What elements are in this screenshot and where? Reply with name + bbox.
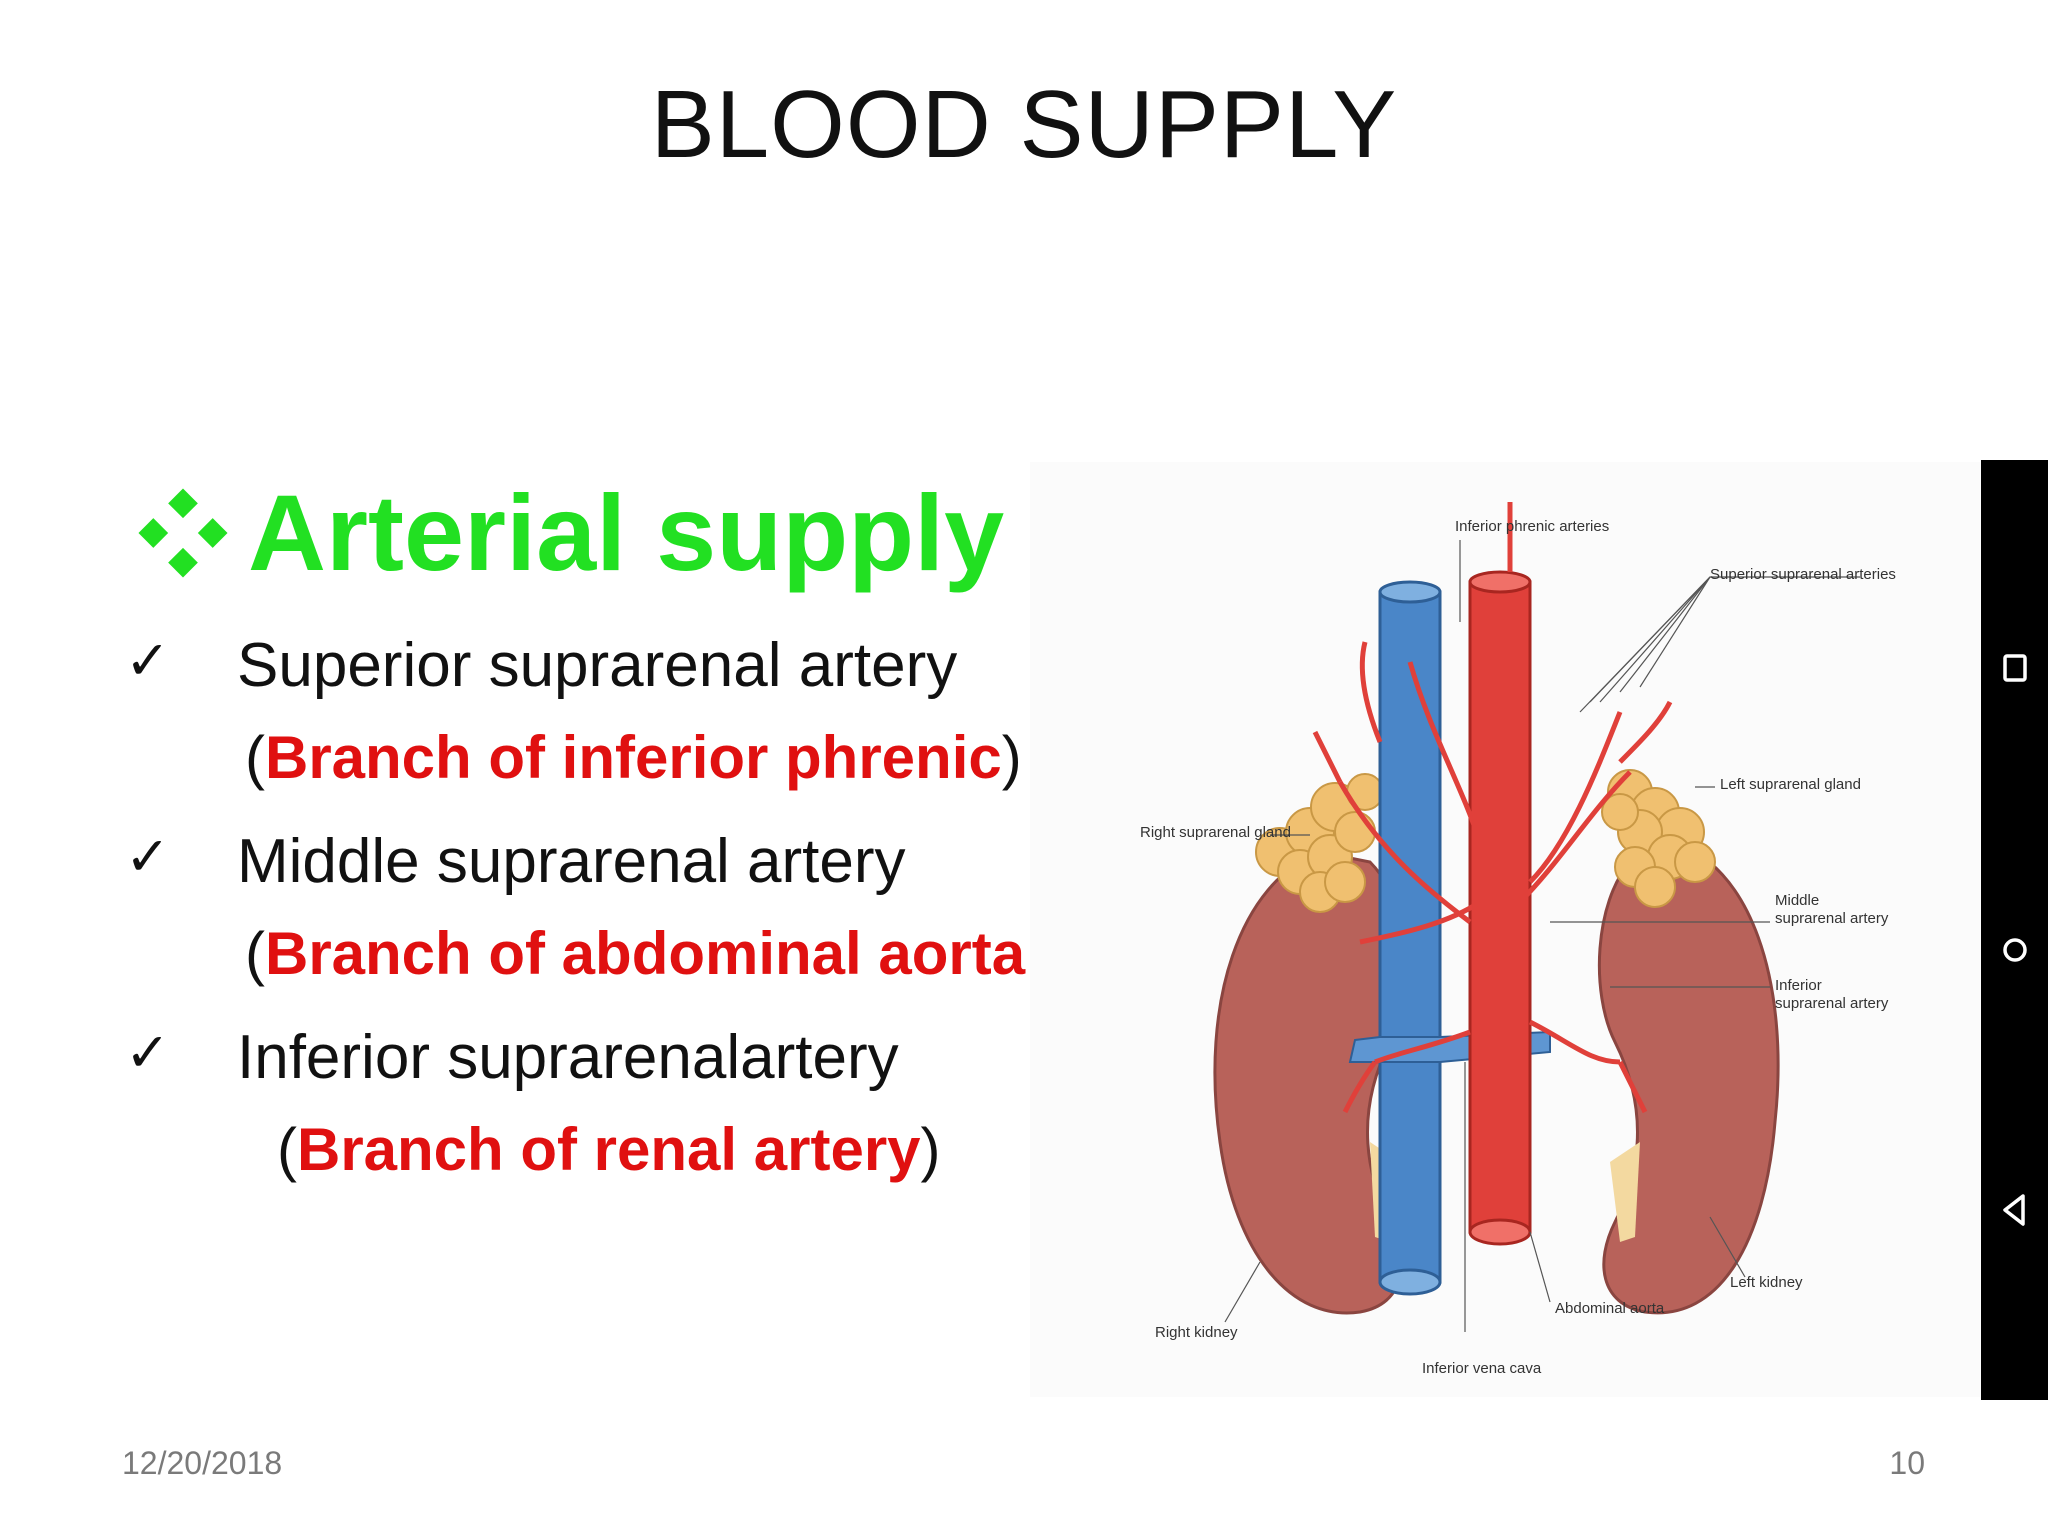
slide-title: BLOOD SUPPLY [650,71,1398,178]
label-inferior-suprarenal-2: suprarenal artery [1775,995,1889,1012]
recent-apps-icon[interactable] [1991,644,2039,692]
list-item: ✓ Superior suprarenal artery [125,625,1045,723]
label-left-kidney: Left kidney [1730,1274,1803,1291]
adrenal-blood-supply-illustration [1213,502,1860,1332]
right-kidney-shape [1213,850,1407,1315]
list-item-note: (Branch of inferior phrenic) [125,723,1045,821]
list-item-label: Inferior suprarenalartery [237,1023,899,1092]
check-icon: ✓ [125,1021,171,1084]
paren-close: ) [920,1116,941,1183]
label-left-suprarenal-gland: Left suprarenal gland [1720,776,1861,793]
paren-open: ( [245,920,265,987]
paren-open: ( [277,1116,297,1183]
list-item-label: Middle suprarenal artery [237,827,906,896]
label-inferior-phrenic: Inferior phrenic arteries [1455,518,1610,535]
check-icon: ✓ [125,825,171,888]
page-number: 10 [1889,1445,1925,1481]
list-item: ✓ Middle suprarenal artery [125,821,1045,919]
label-right-kidney: Right kidney [1155,1324,1238,1341]
left-kidney-shape [1597,840,1780,1315]
list-item-label: Superior suprarenal artery [237,631,958,700]
footer-date: 12/20/2018 [122,1445,283,1481]
paren-open: ( [245,724,265,791]
diamond-bullet-icon [138,487,228,578]
heading-text: Arterial supply [248,472,1005,593]
note-text: Branch of abdominal aorta [264,920,1026,987]
back-icon[interactable] [1991,1186,2039,1234]
list-item: ✓ Inferior suprarenalartery [125,1017,1045,1115]
label-inferior-vena-cava: Inferior vena cava [1422,1360,1542,1377]
label-right-suprarenal-gland: Right suprarenal gland [1140,824,1291,841]
right-suprarenal-gland-shape [1255,773,1384,913]
label-middle-suprarenal-2: suprarenal artery [1775,910,1889,927]
label-middle-suprarenal-1: Middle [1775,892,1820,909]
paren-close: ) [1001,724,1022,791]
list-item-note: (Branch of renal artery) [125,1115,1045,1213]
home-icon[interactable] [1991,926,2039,974]
note-text: Branch of renal artery [296,1116,921,1183]
check-icon: ✓ [125,629,171,692]
section-heading: Arterial supply [130,470,1004,595]
android-nav-bar [1981,460,2048,1400]
label-superior-suprarenal: Superior suprarenal arteries [1710,566,1896,583]
list-item-note: (Branch of abdominal aorta [125,919,1045,1017]
note-text: Branch of inferior phrenic [264,724,1002,791]
label-abdominal-aorta: Abdominal aorta [1555,1300,1665,1317]
anatomy-figure: Inferior phrenic arteries Superior supra… [1030,462,1980,1397]
bullet-list: ✓ Superior suprarenal artery (Branch of … [125,625,1045,1213]
abdominal-aorta-shape [1468,580,1532,1234]
label-inferior-suprarenal-1: Inferior [1775,977,1822,994]
